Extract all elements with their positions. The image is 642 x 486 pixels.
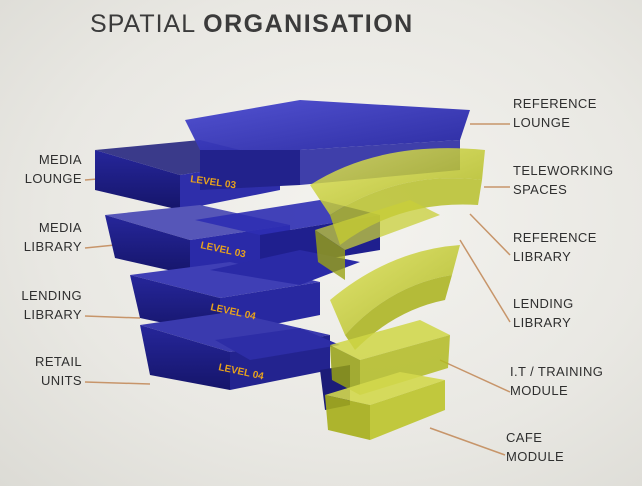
label-line: MEDIA xyxy=(38,220,82,235)
title-bold: ORGANISATION xyxy=(203,10,414,38)
label-line: SPACES xyxy=(513,182,568,197)
diagram-title: SPATIAL ORGANISATION xyxy=(90,10,414,39)
leader-it-training xyxy=(439,359,511,393)
leader-cafe xyxy=(429,427,506,456)
label-line: LIBRARY xyxy=(513,315,572,330)
label-line: LIBRARY xyxy=(23,307,82,322)
label-teleworking-spaces: TELEWORKING SPACES xyxy=(513,161,613,199)
title-normal: SPATIAL xyxy=(90,10,204,38)
label-line: REFERENCE xyxy=(513,96,597,111)
label-line: LENDING xyxy=(513,296,574,311)
leader-lines xyxy=(84,123,511,456)
label-media-library: MEDIA LIBRARY xyxy=(18,218,82,256)
yellow-modules xyxy=(310,148,485,440)
label-line: MEDIA xyxy=(38,152,82,167)
label-line: LENDING xyxy=(21,288,82,303)
label-line: LOUNGE xyxy=(513,115,571,130)
label-line: MODULE xyxy=(510,383,569,398)
label-cafe-module: CAFE MODULE xyxy=(506,428,564,466)
label-media-lounge: MEDIA LOUNGE xyxy=(18,150,82,188)
label-line: TELEWORKING xyxy=(513,163,614,178)
leader-retail-units xyxy=(84,381,151,385)
leader-lending-library-right xyxy=(459,239,511,323)
label-lending-library-right: LENDING LIBRARY xyxy=(513,294,574,332)
label-it-training-module: I.T / TRAINING MODULE xyxy=(510,362,603,400)
label-lending-library-left: LENDING LIBRARY xyxy=(6,286,82,324)
label-line: LIBRARY xyxy=(513,249,572,264)
label-line: REFERENCE xyxy=(513,230,597,245)
label-reference-library: REFERENCE LIBRARY xyxy=(513,228,597,266)
label-reference-lounge: REFERENCE LOUNGE xyxy=(513,94,597,132)
label-line: I.T / TRAINING xyxy=(510,364,604,379)
label-line: RETAIL xyxy=(35,354,82,369)
label-line: LOUNGE xyxy=(24,171,82,186)
label-retail-units: RETAIL UNITS xyxy=(18,352,82,390)
leader-reference-library xyxy=(469,213,511,256)
leader-media-library xyxy=(84,244,116,249)
label-line: CAFE xyxy=(506,430,543,445)
label-line: MODULE xyxy=(506,449,565,464)
leader-lending-library-left xyxy=(84,315,141,319)
label-line: LIBRARY xyxy=(23,239,82,254)
label-line: UNITS xyxy=(41,373,82,388)
